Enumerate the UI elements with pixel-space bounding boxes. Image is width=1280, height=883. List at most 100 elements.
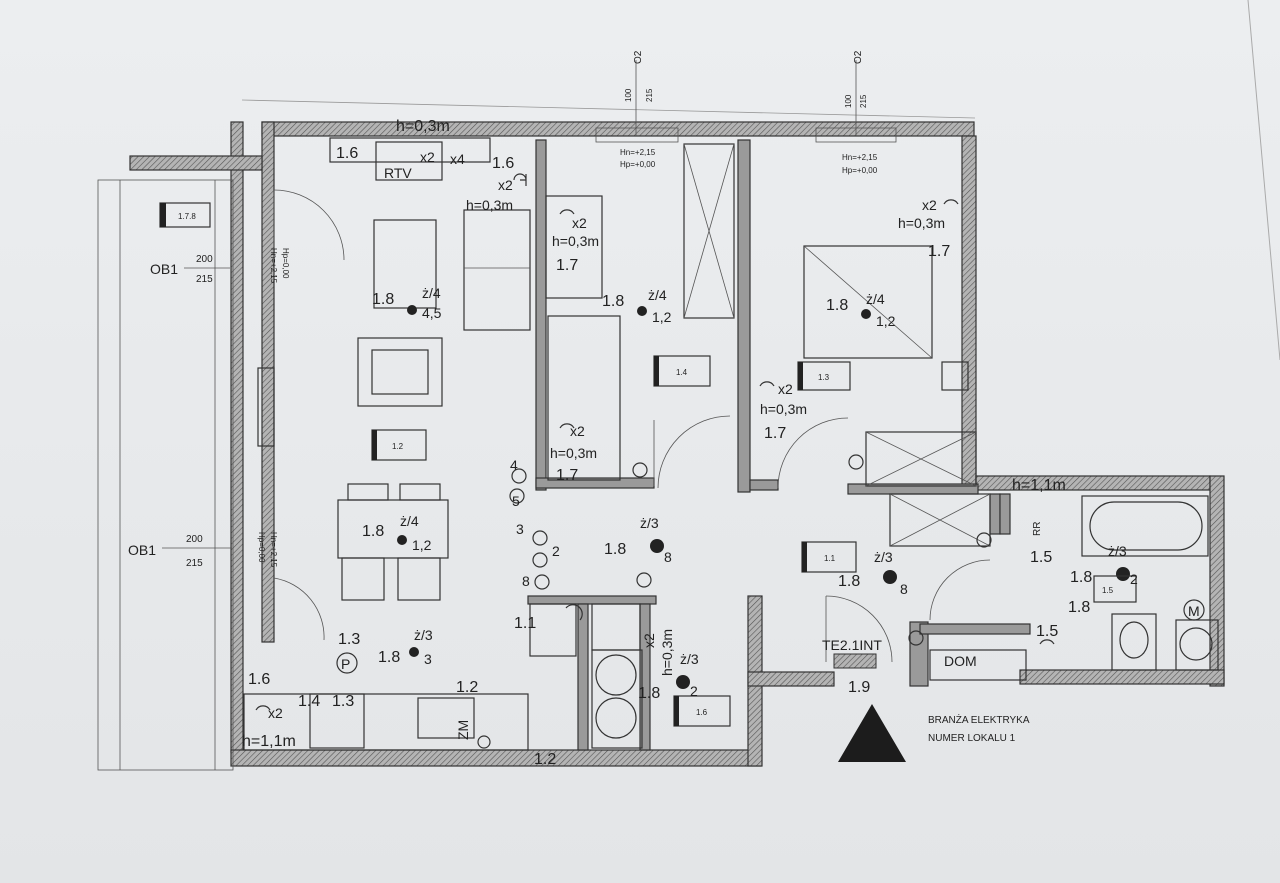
- room-tag-12: 1.2: [392, 442, 404, 451]
- light-dot: [1116, 567, 1130, 581]
- hall-light1-c: 1.8: [604, 541, 626, 558]
- bath-h-label: h=1,1m: [1012, 477, 1066, 494]
- bath-c15b: 1.5: [1036, 623, 1058, 640]
- balcony-door-2-hn: Hn=+2,15: [269, 532, 278, 568]
- bath-rr: RR: [1032, 522, 1043, 536]
- bath-light-sw: ż/3: [1108, 543, 1127, 559]
- legend-line2: NUMER LOKALU 1: [928, 733, 1016, 744]
- room14-sock2-h: h=0,3m: [550, 445, 597, 461]
- balcony-door-2-hp: Hp=0,00: [257, 532, 266, 563]
- window-top-1-hn: Hn=+2,15: [620, 148, 656, 157]
- hall-sw-d: 2: [552, 543, 560, 559]
- bath-m: M: [1188, 603, 1200, 619]
- bath-light-c: 1.8: [1070, 569, 1092, 586]
- socket-symbols: [255, 173, 1055, 711]
- room14-sock1-mult: x2: [572, 215, 587, 231]
- room-tag-13: 1.3: [818, 373, 830, 382]
- hall-c19: 1.9: [848, 679, 870, 696]
- balcony: [97, 179, 234, 771]
- hall-sw-b: 4: [510, 457, 518, 473]
- hall-light2-num: 8: [900, 581, 908, 597]
- kitchen-height: h=1,1m: [242, 733, 296, 750]
- balcony-door-1-w: 200: [196, 254, 213, 265]
- window-top-2-hn: Hn=+2,15: [842, 153, 878, 162]
- light-dot: [861, 309, 871, 319]
- room13-sock1-h: h=0,3m: [898, 215, 945, 231]
- window-top-1: [595, 60, 679, 143]
- balcony-door-1-code: OB1: [150, 261, 178, 277]
- balcony-door-2-code: OB1: [128, 542, 156, 558]
- living-sock-c-mult: x2: [498, 177, 513, 193]
- hall-light2-sw: ż/3: [874, 549, 893, 565]
- window-top-2-w: 100: [844, 94, 853, 108]
- living-p-symbol: P: [341, 656, 350, 672]
- living-light3-sw: ż/3: [414, 627, 433, 643]
- top-height-label: h=0,3m: [396, 118, 450, 135]
- room-tag-boxes: [371, 355, 1137, 727]
- kitchen-c13: 1.3: [332, 693, 354, 710]
- doors: [273, 189, 991, 663]
- hall-c11: 1.1: [514, 615, 536, 632]
- hall-light3-c: 1.8: [638, 685, 660, 702]
- kitchen-c12b: 1.2: [534, 751, 556, 768]
- living-light2-circuit: 1.8: [362, 523, 384, 540]
- living-light3-num: 3: [424, 651, 432, 667]
- room14-sock2-c: 1.7: [556, 467, 578, 484]
- hall-te: TE2.1INT: [822, 637, 882, 653]
- kitchen-c14: 1.4: [298, 693, 320, 710]
- living-light2-sw: ż/4: [400, 513, 419, 529]
- hall-light2-c: 1.8: [838, 573, 860, 590]
- bath-light-num: 2: [1130, 571, 1138, 587]
- balcony-door-1-hp: Hp=0,00: [281, 248, 290, 279]
- hall-sw-e: 8: [522, 573, 530, 589]
- sheet-guide: [241, 99, 976, 119]
- room13-light-num: 1,2: [876, 313, 896, 329]
- room-tag-16: 1.6: [696, 708, 708, 717]
- room-tag-14: 1.4: [676, 368, 688, 377]
- kitchen-zm: ZM: [455, 720, 471, 740]
- room13-sock2-h: h=0,3m: [760, 401, 807, 417]
- kitchen-c12: 1.2: [456, 679, 478, 696]
- hall-light1-num: 8: [664, 549, 672, 565]
- room14-light-c: 1.8: [602, 293, 624, 310]
- walls: [129, 121, 1225, 767]
- living-sock-c-circuit: 1.6: [492, 155, 514, 172]
- light-dot: [676, 675, 690, 689]
- room-tag-11: 1.1: [824, 554, 836, 563]
- bath-c15: 1.5: [1030, 549, 1052, 566]
- balcony-door-1-hn: Hn=+2,15: [269, 248, 278, 284]
- room14-sock1-h: h=0,3m: [552, 233, 599, 249]
- bath-dom: DOM: [944, 653, 977, 669]
- room14-sock1-c: 1.7: [556, 257, 578, 274]
- window-top-2-hp: Hp=+0,00: [842, 166, 878, 175]
- hall-light3-num: 2: [690, 683, 698, 699]
- living-light1-sw: ż/4: [422, 285, 441, 301]
- balcony-door-2-w: 200: [186, 534, 203, 545]
- window-top-1-code: O2: [633, 50, 644, 64]
- room14-light-num: 1,2: [652, 309, 672, 325]
- legend-line1: BRANŻA ELEKTRYKA: [928, 713, 1030, 726]
- light-dot: [409, 647, 419, 657]
- switch-symbols: [336, 454, 1205, 749]
- living-sock-c-h: h=0,3m: [466, 197, 513, 213]
- window-top-1-hp: Hp=+0,00: [620, 160, 656, 169]
- hall-sw-a: 5: [512, 493, 520, 509]
- living-light3-c: 1.8: [378, 649, 400, 666]
- north-arrow-triangle: [838, 704, 906, 762]
- window-top-1-h: 215: [645, 88, 654, 102]
- hall-sw-c: 3: [516, 521, 524, 537]
- kitchen-c16: 1.6: [248, 671, 270, 688]
- living-light1-num: 4,5: [422, 305, 442, 321]
- light-fixtures: [397, 305, 1130, 689]
- room14-light-sw: ż/4: [648, 287, 667, 303]
- room13-light-c: 1.8: [826, 297, 848, 314]
- balcony-door-2-h: 215: [186, 558, 203, 569]
- hall-sock-mult: x2: [641, 633, 657, 648]
- living-sock-a-circuit: 1.6: [336, 145, 358, 162]
- light-dot: [637, 306, 647, 316]
- room14-sock2-mult: x2: [570, 423, 585, 439]
- hall-light1-sw: ż/3: [640, 515, 659, 531]
- window-top-2-code: O2: [853, 50, 864, 64]
